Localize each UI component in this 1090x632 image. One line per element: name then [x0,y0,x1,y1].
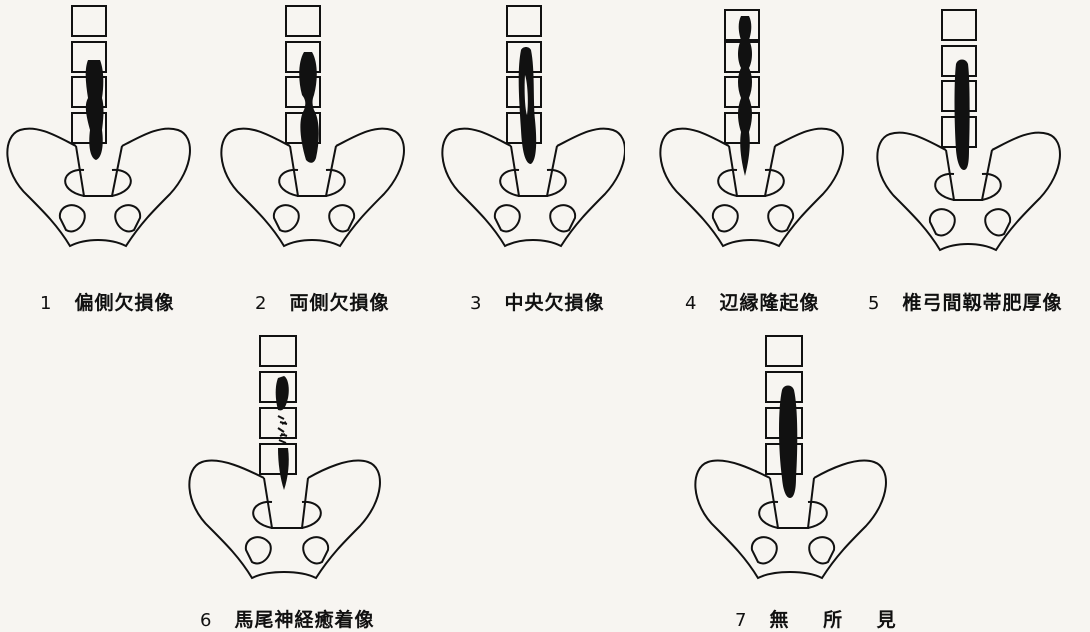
figure-label: 中央欠損像 [504,292,604,314]
figure-7-caption: 7 無 所 見 [735,605,910,632]
figure-number: 2 [255,293,267,314]
obturator-left [60,205,85,231]
obturator-right [115,205,140,231]
figure-label: 無 所 見 [769,609,909,631]
figure-number: 5 [868,293,880,314]
figure-4-caption: 4 辺縁隆起像 [685,288,819,315]
figure-label: 偏側欠損像 [74,292,174,314]
figure-6-caption: 6 馬尾神経癒着像 [200,605,374,632]
figure-1-caption: 1 偏側欠損像 [40,288,174,315]
figure-3-caption: 3 中央欠損像 [470,288,604,315]
figure-6-diagram [180,328,380,588]
figure-5-caption: 5 椎弓間靱帯肥厚像 [868,288,1062,315]
figure-5-diagram [862,0,1062,260]
figure-2-diagram [210,0,410,260]
figure-number: 6 [200,610,212,631]
figure-number: 4 [685,293,697,314]
contrast-column [86,60,104,160]
figure-3-diagram [425,0,625,260]
figure-2-caption: 2 両側欠損像 [255,288,389,315]
figure-number: 7 [735,610,747,631]
figure-7-diagram [690,328,890,588]
figure-number: 3 [470,293,482,314]
figure-label: 馬尾神経癒着像 [234,609,374,631]
figure-1-diagram [0,0,200,260]
figure-4-diagram [645,0,845,260]
vertebra-1 [72,6,106,36]
figure-label: 椎弓間靱帯肥厚像 [902,292,1062,314]
figure-number: 1 [40,293,52,314]
figure-label: 両側欠損像 [289,292,389,314]
figure-label: 辺縁隆起像 [719,292,819,314]
pelvic-inlet [65,170,131,196]
